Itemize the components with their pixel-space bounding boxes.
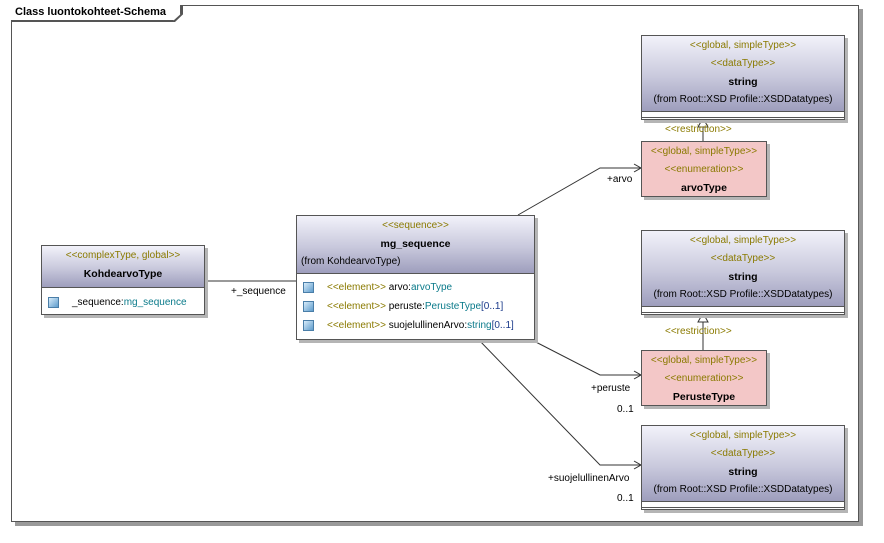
arvotype-header: <<global, simpleType>> <<enumeration>> a… xyxy=(642,142,766,196)
attribute-name: suojelullinenArvo: xyxy=(385,320,468,331)
attribute-icon xyxy=(303,320,314,331)
attribute-stereotype: <<element>> xyxy=(327,320,386,331)
kohdearvotype-header: <<complexType, global>> KohdearvoType xyxy=(42,246,204,288)
arvo-role-label: +arvo xyxy=(607,174,633,185)
string-3-stereotype-global: <<global, simpleType>> xyxy=(689,430,797,441)
attribute-type: mg_sequence xyxy=(123,297,187,308)
attribute-stereotype: <<element>> xyxy=(327,282,386,293)
string-1-compartment xyxy=(642,112,844,118)
arvotype-stereotype-global: <<global, simpleType>> xyxy=(650,146,758,157)
class-string-1[interactable]: <<global, simpleType>> <<dataType>> stri… xyxy=(641,35,845,120)
string-3-name: string xyxy=(728,466,758,478)
mg-sequence-header: <<sequence>> mg_sequence (from Kohdearvo… xyxy=(297,216,534,274)
kohdearvotype-stereotype: <<complexType, global>> xyxy=(65,250,181,261)
restriction1-triangle xyxy=(697,116,709,128)
string-3-from: (from Root::XSD Profile::XSDDatatypes) xyxy=(653,484,833,495)
restriction2-triangle xyxy=(697,311,709,323)
class-arvotype[interactable]: <<global, simpleType>> <<enumeration>> a… xyxy=(641,141,767,197)
suojelullinen-role-label: +suojelullinenArvo xyxy=(548,473,630,484)
string-1-stereotype-datatype: <<dataType>> xyxy=(710,58,776,69)
string-3-header: <<global, simpleType>> <<dataType>> stri… xyxy=(642,426,844,502)
attribute-type: string xyxy=(467,320,492,331)
diagram-title: Class luontokohteet-Schema xyxy=(11,5,181,21)
perustetype-header: <<global, simpleType>> <<enumeration>> P… xyxy=(642,351,766,405)
restriction-1-label: <<restriction>> xyxy=(665,124,732,135)
string-1-name: string xyxy=(728,76,758,88)
attribute-icon xyxy=(303,282,314,293)
string-2-compartment xyxy=(642,307,844,313)
class-mg-sequence[interactable]: <<sequence>> mg_sequence (from Kohdearvo… xyxy=(296,215,535,340)
class-kohdearvotype[interactable]: <<complexType, global>> KohdearvoType _s… xyxy=(41,245,205,315)
class-string-2[interactable]: <<global, simpleType>> <<dataType>> stri… xyxy=(641,230,845,315)
string-1-from: (from Root::XSD Profile::XSDDatatypes) xyxy=(653,94,833,105)
mg-sequence-attributes: <<element>> arvo:arvoType <<element>> pe… xyxy=(297,274,534,337)
arvotype-name: arvoType xyxy=(681,182,727,194)
perustetype-name: PerusteType xyxy=(672,391,736,403)
attribute-type: arvoType xyxy=(410,282,453,293)
arvotype-stereotype-enumeration: <<enumeration>> xyxy=(664,164,744,175)
attribute-name: arvo: xyxy=(385,282,411,293)
string-2-from: (from Root::XSD Profile::XSDDatatypes) xyxy=(653,289,833,300)
attribute-multiplicity: [0..1] xyxy=(491,320,514,331)
attribute-icon xyxy=(48,297,59,308)
peruste-link[interactable] xyxy=(527,337,641,376)
string-1-stereotype-global: <<global, simpleType>> xyxy=(689,40,797,51)
mg-sequence-from: (from KohdearvoType) xyxy=(301,256,401,267)
class-string-3[interactable]: <<global, simpleType>> <<dataType>> stri… xyxy=(641,425,845,510)
mg-sequence-stereotype: <<sequence>> xyxy=(382,220,449,231)
attribute-peruste[interactable]: <<element>> peruste:PerusteType[0..1] xyxy=(297,297,534,316)
string-2-header: <<global, simpleType>> <<dataType>> stri… xyxy=(642,231,844,307)
suojelullinen-link[interactable] xyxy=(476,337,641,466)
attribute-name: _sequence: xyxy=(72,297,124,308)
attribute-suojelullinen-arvo[interactable]: <<element>> suojelullinenArvo:string[0..… xyxy=(297,316,534,335)
attribute-icon xyxy=(303,301,314,312)
string-2-name: string xyxy=(728,271,758,283)
mg-sequence-name: mg_sequence xyxy=(380,238,451,250)
sequence-role-label: +_sequence xyxy=(231,286,286,297)
restriction-2-label: <<restriction>> xyxy=(665,326,732,337)
attribute-arvo[interactable]: <<element>> arvo:arvoType xyxy=(297,278,534,297)
peruste-multiplicity-label: 0..1 xyxy=(617,404,634,415)
attribute-multiplicity: [0..1] xyxy=(481,301,504,312)
perustetype-stereotype-global: <<global, simpleType>> xyxy=(650,355,758,366)
class-perustetype[interactable]: <<global, simpleType>> <<enumeration>> P… xyxy=(641,350,767,406)
string-1-header: <<global, simpleType>> <<dataType>> stri… xyxy=(642,36,844,112)
kohdearvotype-name: KohdearvoType xyxy=(83,268,163,280)
attribute-type: PerusteType xyxy=(424,301,482,312)
arvo-link[interactable] xyxy=(517,167,641,216)
string-2-stereotype-global: <<global, simpleType>> xyxy=(689,235,797,246)
string-3-compartment xyxy=(642,502,844,508)
peruste-role-label: +peruste xyxy=(591,383,631,394)
string-3-stereotype-datatype: <<dataType>> xyxy=(710,448,776,459)
attribute-stereotype: <<element>> xyxy=(327,301,386,312)
attribute-sequence[interactable]: _sequence:mg_sequence xyxy=(42,293,204,312)
attribute-name: peruste: xyxy=(385,301,425,312)
suojelullinen-multiplicity-label: 0..1 xyxy=(617,493,634,504)
perustetype-stereotype-enumeration: <<enumeration>> xyxy=(664,373,744,384)
string-2-stereotype-datatype: <<dataType>> xyxy=(710,253,776,264)
kohdearvotype-attributes: _sequence:mg_sequence xyxy=(42,288,204,314)
